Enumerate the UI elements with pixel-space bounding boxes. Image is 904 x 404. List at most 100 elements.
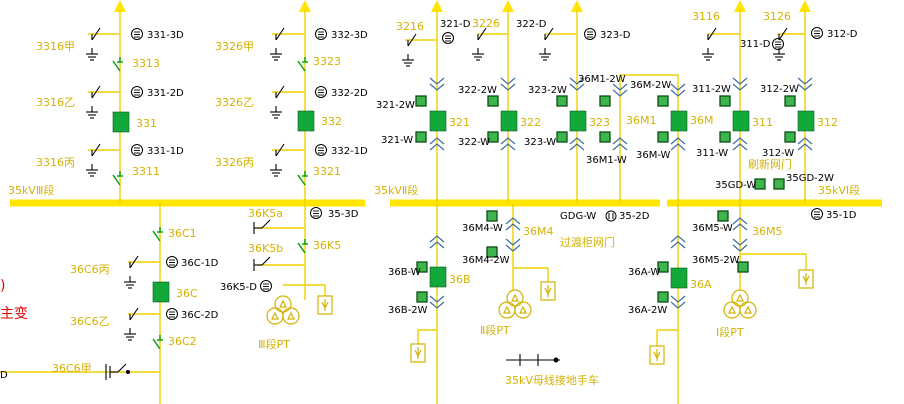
feeder-36a xyxy=(649,203,688,404)
breaker-36a xyxy=(670,267,688,289)
label-36c-2d: 36C-2D xyxy=(181,310,219,321)
label-handcart: 35kV母线接地手车 xyxy=(505,373,599,387)
label-36m5-2w: 36M5-2W xyxy=(692,255,740,266)
label-36m4-2w: 36M4-2W xyxy=(462,255,510,266)
label-3216: 3216 xyxy=(396,20,424,33)
label-35gd-2w: 35GD-2W xyxy=(786,173,834,184)
label-331-2d: 331-2D xyxy=(147,88,184,99)
label-pt2: Ⅱ段PT xyxy=(480,323,510,337)
label-36m-2w: 36M-2W xyxy=(630,80,671,91)
label-312-d: 312-D xyxy=(827,29,858,40)
breaker-331 xyxy=(112,111,130,133)
label-323-2w: 323-2W xyxy=(528,85,567,96)
bus-tie-36m1 xyxy=(599,74,688,203)
label-3316c: 3316丙 xyxy=(36,156,75,169)
bus-iii-pt-bay xyxy=(253,203,333,325)
breaker-332 xyxy=(297,110,315,132)
label-36c-1d: 36C-1D xyxy=(181,258,219,269)
label-3116: 3116 xyxy=(692,10,720,23)
label-36b-w: 36B-W xyxy=(388,267,421,278)
label-36c6b: 36C6乙 xyxy=(70,315,110,328)
label-3313: 3313 xyxy=(132,57,160,70)
label-3326c: 3326丙 xyxy=(215,156,254,169)
label-36a-w: 36A-W xyxy=(628,267,661,278)
label-3316b: 3316乙 xyxy=(36,96,75,109)
label-322: 322 xyxy=(520,116,541,129)
breaker-36m xyxy=(670,110,688,132)
label-36c1: 36C1 xyxy=(168,227,197,240)
label-36a-2w: 36A-2W xyxy=(628,305,667,316)
label-322-2w: 322-2W xyxy=(458,85,497,96)
handcart-symbol xyxy=(506,354,560,366)
label-332-1d: 332-1D xyxy=(331,146,368,157)
label-322-d: 322-D xyxy=(516,19,547,30)
label-36c6c: 36C6丙 xyxy=(70,263,110,276)
breaker-36b xyxy=(429,266,447,288)
label-36k5a: 36K5a xyxy=(248,207,283,220)
label-q-red: ) xyxy=(0,278,5,294)
label-3323: 3323 xyxy=(313,55,341,68)
label-331-3d: 331-3D xyxy=(147,30,184,41)
label-3311: 3311 xyxy=(132,165,160,178)
label-323: 323 xyxy=(589,116,610,129)
breaker-323 xyxy=(569,110,587,132)
bus-ii-pt-bay xyxy=(486,203,617,319)
label-36m5: 36M5 xyxy=(752,225,783,238)
label-36m-w: 36M-W xyxy=(636,150,671,161)
label-311-2w: 311-2W xyxy=(692,84,731,95)
label-3321: 3321 xyxy=(313,165,341,178)
label-323-d: 323-D xyxy=(600,30,631,41)
label-332-3d: 332-3D xyxy=(331,30,368,41)
label-main-transformer: 主变 xyxy=(0,306,28,322)
label-321-2w: 321-2W xyxy=(376,100,415,111)
label-36m1-2w: 36M1-2W xyxy=(578,74,626,85)
label-35-3d: 35-3D xyxy=(328,209,359,220)
label-d-left: D xyxy=(0,370,8,381)
label-311-w: 311-W xyxy=(696,148,728,159)
breaker-311 xyxy=(732,110,750,132)
bus-ii-label: 35kVⅡ段 xyxy=(374,183,418,197)
label-36k5b: 36K5b xyxy=(248,242,283,255)
label-322-w: 322-W xyxy=(458,137,490,148)
label-36m: 36M xyxy=(690,114,714,127)
feeder-36c xyxy=(0,203,178,404)
label-36c2: 36C2 xyxy=(168,335,197,348)
feeder-323 xyxy=(539,0,596,203)
label-3126: 3126 xyxy=(763,10,791,23)
label-332: 332 xyxy=(321,115,342,128)
feeder-332 xyxy=(270,0,327,203)
label-36c6a: 36C6甲 xyxy=(52,362,92,375)
label-331: 331 xyxy=(136,117,157,130)
feeder-311 xyxy=(702,0,784,203)
label-36k5: 36K5 xyxy=(313,239,341,252)
label-transition-cabinet: 过渡柜网门 xyxy=(560,235,615,249)
bus-iii-label: 35kVⅢ段 xyxy=(8,183,54,197)
label-3326a: 3326甲 xyxy=(215,40,254,53)
label-312: 312 xyxy=(817,116,838,129)
breaker-36c xyxy=(152,281,170,303)
feeder-331 xyxy=(86,0,143,203)
label-332-2d: 332-2D xyxy=(331,88,368,99)
label-321-d: 321-D xyxy=(440,19,471,30)
bus-i-pt-bay xyxy=(717,203,814,319)
breaker-312 xyxy=(797,110,815,132)
label-321-w: 321-W xyxy=(381,135,413,146)
feeder-312 xyxy=(773,0,823,203)
label-36a: 36A xyxy=(690,278,712,291)
label-311-d: 311-D xyxy=(740,39,771,50)
label-35-2d: 35-2D xyxy=(619,211,650,222)
label-323-w: 323-W xyxy=(524,137,556,148)
label-36m4: 36M4 xyxy=(523,225,554,238)
label-36b-2w: 36B-2W xyxy=(388,305,428,316)
feeder-322 xyxy=(472,0,518,203)
label-311: 311 xyxy=(752,116,773,129)
label-312-w: 312-W xyxy=(762,148,794,159)
label-36c: 36C xyxy=(176,287,198,300)
bus-i-label: 35kVⅠ段 xyxy=(818,183,860,197)
label-pt1: Ⅰ段PT xyxy=(716,325,744,339)
label-3326b: 3326乙 xyxy=(215,96,254,109)
bus-i-earthing xyxy=(754,178,823,220)
label-pt3: Ⅲ段PT xyxy=(258,337,290,351)
label-gdg-w: GDG-W xyxy=(560,211,596,222)
